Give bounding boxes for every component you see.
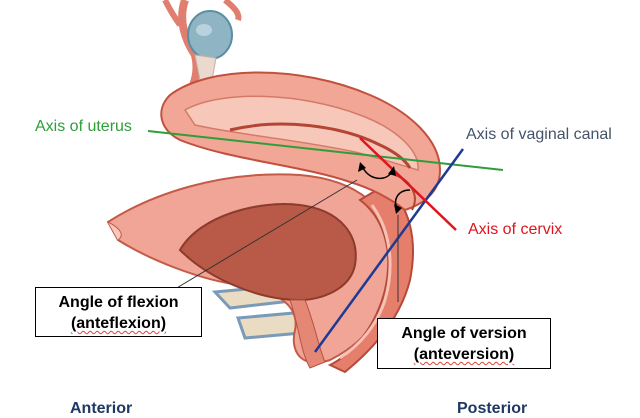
angle-of-flexion-subtitle: (anteflexion)	[70, 315, 167, 332]
posterior-label: Posterior	[457, 400, 528, 417]
angle-of-version-title: Angle of version	[401, 325, 527, 342]
bladder-illustration	[106, 173, 397, 369]
flexion-arrow-head-icon	[358, 162, 366, 172]
anterior-label: Anterior	[70, 400, 133, 417]
axis-of-vaginal-canal-label: Axis of vaginal canal	[466, 126, 612, 143]
version-arrow-head-icon	[394, 204, 402, 214]
flexion-pointer-line	[169, 179, 358, 293]
angle-of-version-box: Angle of version (anteversion)	[377, 318, 551, 369]
vaginal-canal-illustration	[327, 183, 414, 374]
vaginal-canal-axis-line	[313, 148, 465, 353]
angle-of-flexion-box: Angle of flexion (anteflexion)	[35, 287, 202, 337]
angle-of-version-subtitle: (anteversion)	[413, 346, 515, 363]
axis-of-cervix-label: Axis of cervix	[468, 221, 563, 238]
axis-of-uterus-label: Axis of uterus	[35, 118, 132, 135]
cervix-axis-line	[359, 137, 457, 231]
uterus-axis-line	[147, 130, 504, 171]
angle-of-flexion-title: Angle of flexion	[58, 294, 179, 311]
flexion-arrow-head-right-icon	[388, 166, 396, 176]
uterus-anatomy-diagram	[106, 0, 504, 374]
